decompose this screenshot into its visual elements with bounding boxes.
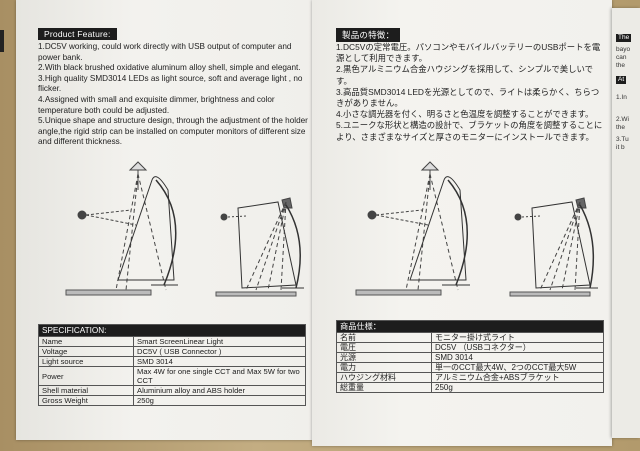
feature-item: 2.With black brushed oxidative aluminum …	[38, 63, 301, 73]
manual-page-english: Product Feature: 1.DC5V working, could w…	[16, 0, 312, 440]
spec-key: 光源	[336, 352, 432, 363]
ceiling-lamp-diagram	[65, 161, 178, 296]
next-page-text: can	[616, 54, 627, 61]
feature-item: 2.黒色アルミニウム合金ハウジングを採用して、シンプルで美しいです。	[336, 64, 593, 86]
spec-header: SPECIFICATION:	[38, 324, 306, 337]
next-page-text: 3.Tu	[616, 136, 629, 143]
feature-item: 5.ユニークな形状と構造の設計で、ブラケットの角度を調整することにより、さまざま…	[336, 120, 603, 142]
spec-key: ハウジング材料	[336, 372, 432, 383]
feature-item: 4.小さな調光器を付く、明るさと色温度を調整することができます。	[336, 109, 594, 120]
feature-item: 1.DC5V working, could work directly with…	[38, 42, 292, 62]
feature-item: 4.Assigned with small and exquisite dimm…	[38, 94, 275, 115]
spec-value: アルミニウム合金+ABSブラケット	[431, 372, 604, 383]
next-page-text: it b	[616, 144, 625, 151]
product-feature-header-jp: 製品の特徴：	[336, 28, 401, 42]
table-row: ハウジング材料アルミニウム合金+ABSブラケット	[336, 372, 604, 383]
feature-list-jp: 1.DC5Vの定常電圧。パソコンやモバイルバッテリーのUSBポートを電源として利…	[336, 42, 604, 143]
spec-key: 総重量	[336, 382, 432, 393]
spec-value: DC5V （USBコネクター）	[431, 342, 604, 353]
spec-header: 商品仕様：	[336, 320, 604, 333]
spec-value: DC5V ( USB Connector )	[133, 346, 306, 357]
feature-list: 1.DC5V working, could work directly with…	[38, 42, 310, 148]
spec-key: 電力	[336, 362, 432, 373]
feature-item: 1.DC5Vの定常電圧。パソコンやモバイルバッテリーのUSBポートを電源として利…	[336, 42, 601, 64]
monitor-light-illustration-jp	[355, 161, 598, 297]
spec-value: Max 4W for one single CCT and Max 5W for…	[133, 366, 306, 386]
spec-value: モニター掛け式ライト	[431, 332, 604, 343]
left-edge-tab	[0, 30, 4, 52]
spec-key: Name	[38, 336, 134, 347]
spec-key: Light source	[38, 356, 134, 367]
next-page-text: 2.Wi	[616, 116, 629, 123]
next-page-text: At	[616, 76, 627, 84]
spec-key: Voltage	[38, 346, 134, 357]
table-row: 電力単一のCCT最大4W、2つのCCT最大5W	[336, 362, 604, 373]
spec-key: 電圧	[336, 342, 432, 353]
product-feature-header: Product Feature:	[38, 28, 117, 40]
next-page-text: bayo	[616, 46, 631, 53]
table-row: 名前モニター掛け式ライト	[336, 332, 604, 343]
feature-item: 5.Unique shape and structure design, thr…	[38, 116, 308, 147]
spec-value: 250g	[431, 382, 604, 393]
monitor-light-illustration	[65, 161, 304, 297]
next-page-text: The	[616, 34, 632, 42]
spec-value: SMD 3014	[431, 352, 604, 363]
ceiling-lamp-diagram	[355, 161, 470, 296]
next-page-text: the	[616, 124, 626, 131]
spec-value: 単一のCCT最大4W、2つのCCT最大5W	[431, 362, 604, 373]
spec-value: Aluminium alloy and ABS holder	[133, 385, 306, 396]
spec-key: Power	[38, 366, 134, 386]
feature-item: 3.High quality SMD3014 LEDs as light sou…	[38, 73, 303, 94]
spec-key: Gross Weight	[38, 395, 134, 406]
spec-value: SMD 3014	[133, 356, 306, 367]
screen-light-diagram	[509, 197, 598, 297]
screen-light-diagram	[215, 197, 304, 297]
manual-page-japanese: 製品の特徴： 1.DC5Vの定常電圧。パソコンやモバイルバッテリーのUSBポート…	[312, 0, 612, 446]
spec-value: Smart ScreenLinear Light	[133, 336, 306, 347]
next-page-text: the	[616, 62, 626, 69]
feature-item: 3.高品質SMD3014 LEDを光源としてので、ライトは柔らかく、ちらつきがあ…	[336, 86, 600, 109]
next-page-text: 1.In	[616, 94, 627, 101]
spec-key: 名前	[336, 332, 432, 343]
spec-key: Shell material	[38, 385, 134, 396]
manual-next-page-edge: The bayo can the At 1.In 2.Wi the 3.Tu i…	[612, 8, 640, 438]
spec-value: 250g	[133, 395, 306, 406]
